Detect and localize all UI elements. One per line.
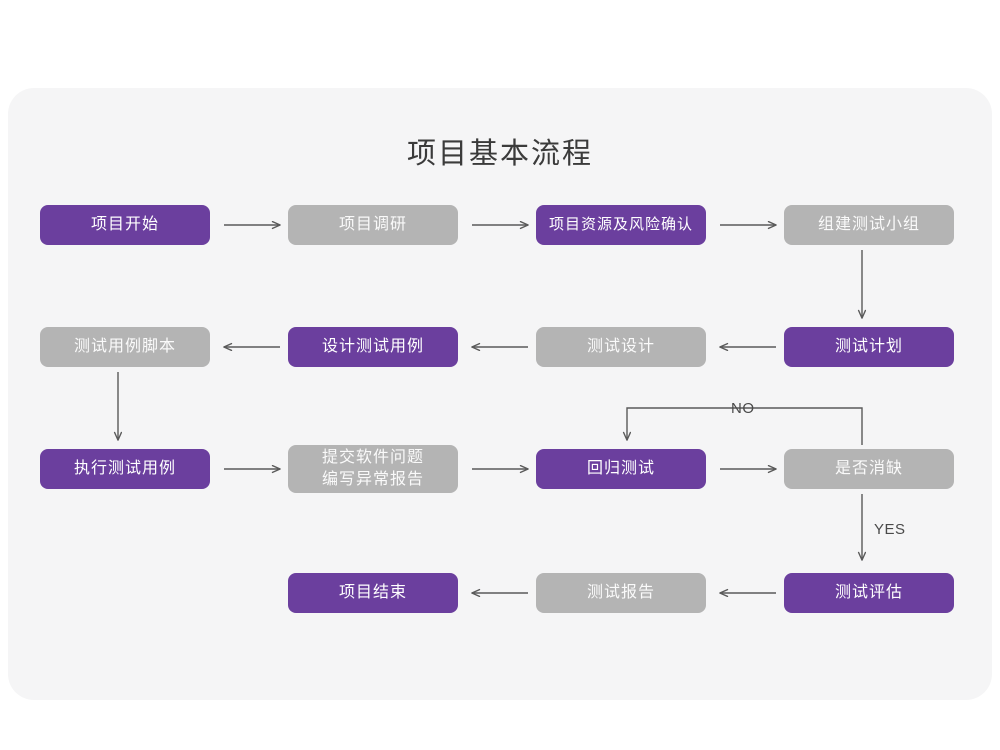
node-test-design[interactable]: 测试设计 [536, 327, 706, 367]
node-defect-cleared[interactable]: 是否消缺 [784, 449, 954, 489]
node-project-research[interactable]: 项目调研 [288, 205, 458, 245]
flowchart-card: 项目基本流程 [8, 88, 992, 700]
node-submit-issue-report-line2: 编写异常报告 [321, 471, 424, 488]
node-test-report[interactable]: 测试报告 [536, 573, 706, 613]
node-submit-issue-report-line1: 提交软件问题 [321, 449, 424, 466]
node-regression-test[interactable]: 回归测试 [536, 449, 706, 489]
edge-label-no: NO [731, 400, 755, 417]
node-test-case-script[interactable]: 测试用例脚本 [40, 327, 210, 367]
node-submit-issue-report[interactable]: 提交软件问题 编写异常报告 [288, 445, 458, 493]
node-project-end[interactable]: 项目结束 [288, 573, 458, 613]
edge-label-yes: YES [874, 521, 906, 538]
node-test-evaluation[interactable]: 测试评估 [784, 573, 954, 613]
node-build-test-team[interactable]: 组建测试小组 [784, 205, 954, 245]
node-design-test-case[interactable]: 设计测试用例 [288, 327, 458, 367]
page-title: 项目基本流程 [406, 138, 593, 170]
node-project-start[interactable]: 项目开始 [40, 205, 210, 245]
node-execute-test-case[interactable]: 执行测试用例 [40, 449, 210, 489]
node-resource-risk-confirm[interactable]: 项目资源及风险确认 [536, 205, 706, 245]
flow-canvas: NO YES 项目开始 项目调研 项目资源及风险确认 组建测试小组 测试用例脚本… [8, 88, 992, 700]
node-test-plan[interactable]: 测试计划 [784, 327, 954, 367]
